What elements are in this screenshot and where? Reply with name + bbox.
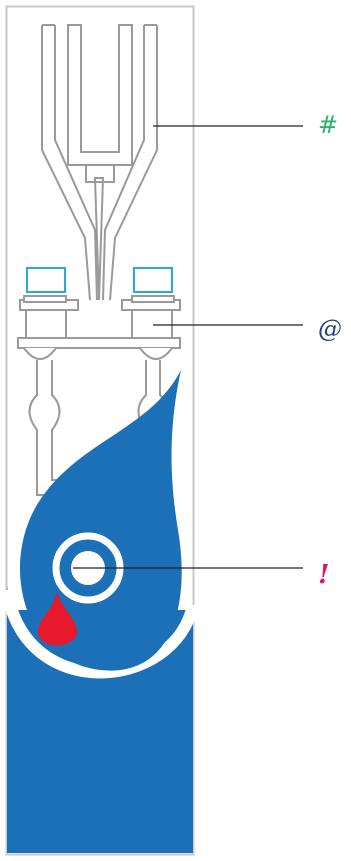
electrode-right <box>133 267 173 293</box>
blood-drop <box>37 592 78 646</box>
outer-trace <box>41 25 158 301</box>
circuit-traces <box>41 24 158 301</box>
drop-white-rim <box>7 585 193 853</box>
electrode-left <box>26 267 66 293</box>
inner-fork <box>67 24 133 166</box>
label-top: # <box>318 111 338 139</box>
drop-white-border <box>1 589 199 679</box>
label-middle: @ <box>318 315 342 343</box>
outer-trace-inner <box>54 25 145 301</box>
fork-stem <box>85 165 115 183</box>
blue-drop <box>20 370 182 671</box>
label-bottom: ! <box>318 560 329 590</box>
center-pin <box>93 177 105 301</box>
contact-pads <box>17 295 181 360</box>
